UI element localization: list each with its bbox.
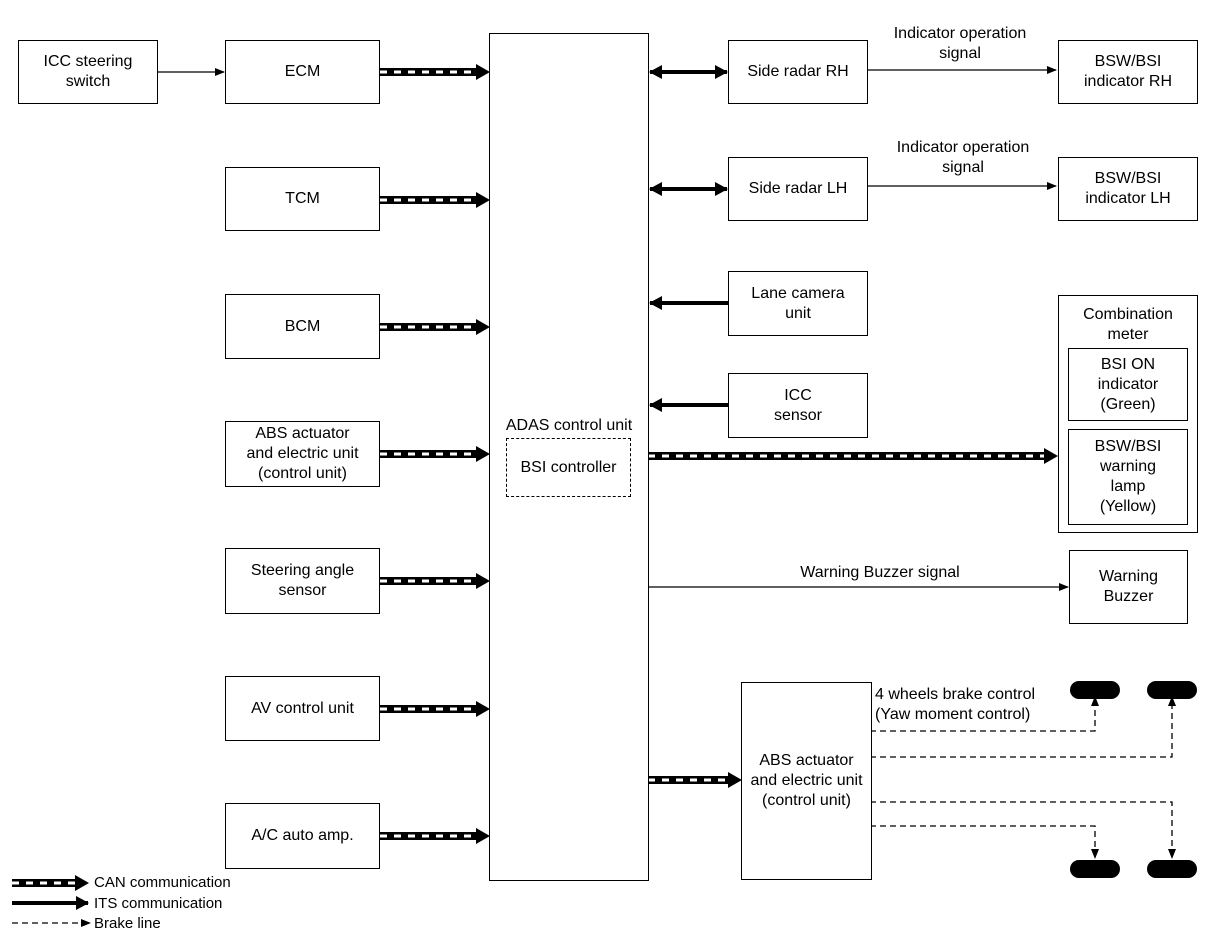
tire-rear-left-icon <box>1070 860 1120 878</box>
tire-front-left-icon <box>1070 681 1120 699</box>
bsw-bsi-indicator-rh-box: BSW/BSI indicator RH <box>1058 40 1198 104</box>
ac-auto-amp-box: A/C auto amp. <box>225 803 380 869</box>
tire-rear-right-icon <box>1147 860 1197 878</box>
can-line-abs-left <box>380 446 490 462</box>
brake-lines <box>870 696 1176 859</box>
tcm-box: TCM <box>225 167 380 231</box>
av-control-unit-box: AV control unit <box>225 676 380 741</box>
steering-angle-sensor-box: Steering angle sensor <box>225 548 380 614</box>
icc-steering-switch-box: ICC steering switch <box>18 40 158 104</box>
can-lines-left <box>380 64 490 844</box>
bsw-bsi-warning-lamp-box: BSW/BSI warning lamp (Yellow) <box>1068 429 1188 525</box>
side-radar-rh-box: Side radar RH <box>728 40 868 104</box>
can-line-av <box>380 701 490 717</box>
can-line-ecm <box>380 64 490 80</box>
bsi-on-indicator-box: BSI ON indicator (Green) <box>1068 348 1188 421</box>
legend-can-label: CAN communication <box>94 874 231 891</box>
side-radar-lh-box: Side radar LH <box>728 157 868 221</box>
bsw-bsi-indicator-lh-box: BSW/BSI indicator LH <box>1058 157 1198 221</box>
indicator-operation-signal-rh-label: Indicator operation signal <box>893 25 1027 62</box>
indicator-operation-signal-lh-label: Indicator operation signal <box>896 139 1030 176</box>
can-line-to-abs-right <box>648 772 742 788</box>
legend-can-line <box>12 875 89 891</box>
can-line-tcm <box>380 192 490 208</box>
combination-meter-label: Combination meter <box>1083 306 1173 343</box>
bsi-controller-box: BSI controller <box>506 438 631 497</box>
abs-actuator-left-box: ABS actuator and electric unit (control … <box>225 421 380 487</box>
legend-brake-label: Brake line <box>94 915 161 932</box>
adas-control-unit-label: ADAS control unit <box>505 417 633 434</box>
tire-front-right-icon <box>1147 681 1197 699</box>
can-line-to-meter <box>648 448 1058 464</box>
warning-buzzer-signal-label: Warning Buzzer signal <box>800 564 960 581</box>
warning-buzzer-box: Warning Buzzer <box>1069 550 1188 624</box>
ecm-box: ECM <box>225 40 380 104</box>
abs-actuator-right-box: ABS actuator and electric unit (control … <box>741 682 872 880</box>
legend-its-label: ITS communication <box>94 895 223 912</box>
can-line-bcm <box>380 319 490 335</box>
bcm-box: BCM <box>225 294 380 359</box>
combination-meter-box <box>1058 295 1198 533</box>
brake-control-label: 4 wheels brake control (Yaw moment contr… <box>875 686 1036 723</box>
lane-camera-unit-box: Lane camera unit <box>728 271 868 336</box>
icc-sensor-box: ICC sensor <box>728 373 868 438</box>
can-line-steering <box>380 573 490 589</box>
can-line-ac <box>380 828 490 844</box>
